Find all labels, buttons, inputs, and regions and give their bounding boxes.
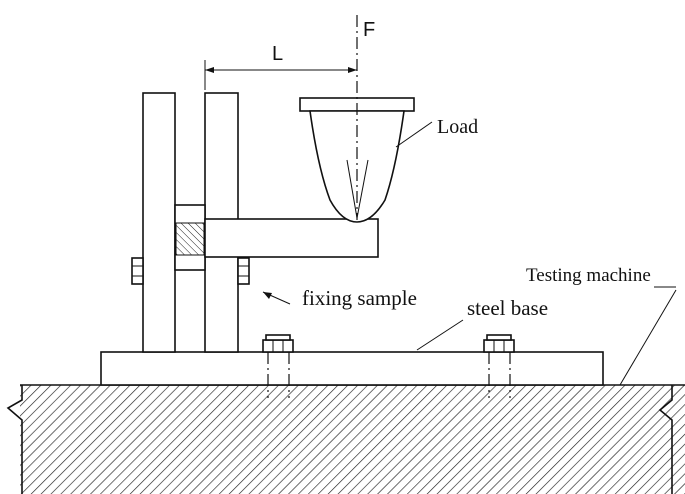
- testing-machine: [6, 384, 685, 494]
- clamp-block: [174, 204, 206, 271]
- left-break-mark: [6, 385, 23, 494]
- fixture-plate-left: [142, 92, 176, 353]
- bolt-right: [483, 334, 515, 398]
- fixing-sample-label: fixing sample: [302, 286, 417, 310]
- fixing-sample-arrow: [262, 291, 291, 305]
- force-label: F: [363, 19, 375, 41]
- length-label: L: [272, 43, 283, 65]
- cantilever-sample: [204, 218, 379, 258]
- side-nut-right: [237, 257, 250, 285]
- load-leader: [395, 121, 433, 148]
- steel-base-plate: [100, 351, 604, 386]
- steel-base-leader: [416, 319, 464, 351]
- testing-machine-leader: [619, 289, 677, 386]
- load-label: Load: [437, 116, 478, 138]
- steel-base-label: steel base: [467, 296, 548, 320]
- bolt-left: [262, 334, 294, 398]
- side-nut-left: [131, 257, 144, 285]
- length-dimension: [204, 60, 357, 90]
- load-head: [299, 97, 415, 223]
- testing-machine-label: Testing machine: [526, 265, 651, 286]
- right-break-mark: [658, 385, 673, 494]
